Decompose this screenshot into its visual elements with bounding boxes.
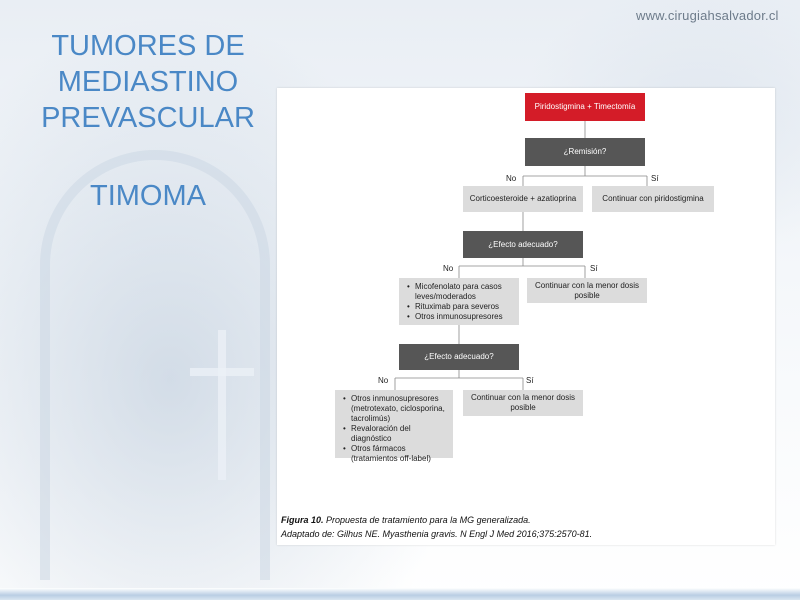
flowchart-connectors	[394, 121, 648, 390]
node-options-level-2: Micofenolato para casos leves/moderados …	[399, 278, 519, 325]
background-cross-horizontal	[190, 368, 254, 376]
flowchart-figure: Piridostigmina + Timectomía ¿Remisión? N…	[277, 88, 775, 545]
list-item: Rituximab para severos	[407, 302, 513, 312]
node-continuar-piridostigmina: Continuar con piridostigmina	[592, 186, 714, 212]
caption-source: Adaptado de: Gilhus NE. Myasthenia gravi…	[281, 529, 593, 539]
node-continuar-menor-dosis-1: Continuar con la menor dosis posible	[527, 278, 647, 303]
footer-band	[0, 588, 800, 600]
edge-label-si-2: Sí	[590, 264, 598, 273]
slide-title-line-3: PREVASCULAR	[41, 102, 255, 134]
background-arch-graphic	[40, 150, 270, 580]
slide-subtitle: TIMOMA	[90, 180, 206, 212]
edge-label-no-2: No	[443, 264, 454, 273]
node-start: Piridostigmina + Timectomía	[525, 93, 645, 121]
caption-line-1: Figura 10. Propuesta de tratamiento para…	[281, 513, 771, 527]
caption-figure-text: Propuesta de tratamiento para la MG gene…	[323, 515, 531, 525]
list-item: Revaloración del diagnóstico	[343, 424, 447, 444]
node-corticoesteroide: Corticoesteroide + azatioprina	[463, 186, 583, 212]
site-url: www.cirugiahsalvador.cl	[636, 8, 779, 23]
edge-label-no-1: No	[506, 174, 517, 183]
node-continuar-menor-dosis-2: Continuar con la menor dosis posible	[463, 390, 583, 416]
list-item: Otros inmunosupresores (metrotexato, cic…	[343, 394, 447, 424]
caption-figure-label: Figura 10.	[281, 515, 324, 525]
edge-label-si-1: Sí	[651, 174, 659, 183]
node-decision-efecto-2: ¿Efecto adecuado?	[399, 344, 519, 370]
figure-caption: Figura 10. Propuesta de tratamiento para…	[281, 513, 771, 541]
background-cross-vertical	[218, 330, 226, 480]
node-decision-remision: ¿Remisión?	[525, 138, 645, 166]
edge-label-si-3: Sí	[526, 376, 534, 385]
slide-title-line-2: MEDIASTINO	[57, 66, 239, 98]
list-item: Otros fármacos (tratamientos off-label)	[343, 444, 447, 464]
node-decision-efecto-1: ¿Efecto adecuado?	[463, 231, 583, 258]
list-item: Micofenolato para casos leves/moderados	[407, 282, 513, 302]
edge-label-no-3: No	[378, 376, 389, 385]
slide-title-line-1: TUMORES DE	[51, 30, 245, 62]
node-options-level-3: Otros inmunosupresores (metrotexato, cic…	[335, 390, 453, 463]
slide-title: TUMORES DE MEDIASTINO PREVASCULAR	[28, 28, 268, 136]
list-item: Otros inmunosupresores	[407, 312, 513, 322]
